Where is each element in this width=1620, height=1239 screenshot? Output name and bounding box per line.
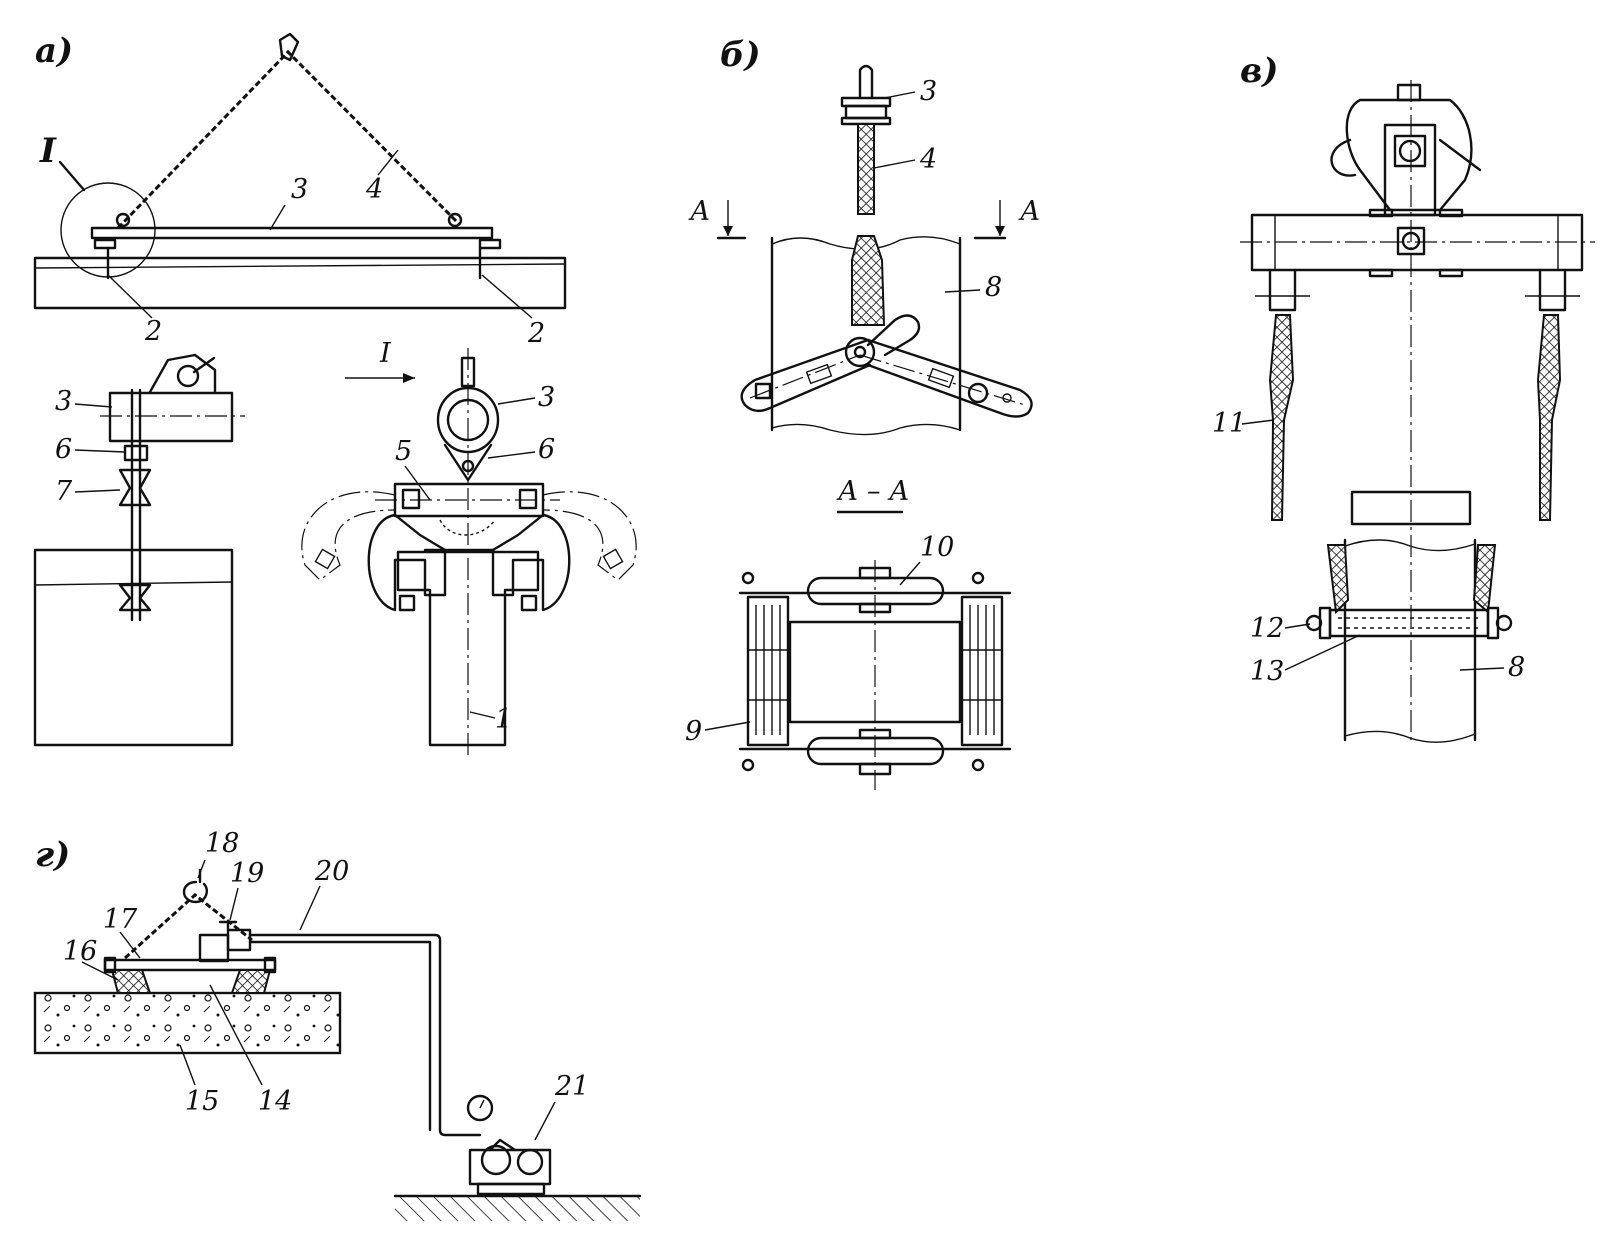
label-3-front: 3 xyxy=(538,382,555,413)
vacuum-pump-21 xyxy=(468,1138,552,1196)
panel-a: а) I 3 4 2 2 xyxy=(33,31,637,760)
detail-circle-I xyxy=(60,182,156,278)
panel-v: в) xyxy=(1212,51,1595,743)
label-2-right: 2 xyxy=(527,318,545,349)
section-AA-view xyxy=(738,560,1012,790)
label-6-detail: 6 xyxy=(55,434,72,465)
label-11: 11 xyxy=(1212,408,1246,439)
label-1: 1 xyxy=(495,704,512,735)
column-8-v xyxy=(1305,490,1513,743)
panel-a-label: а) xyxy=(35,31,73,71)
label-9: 9 xyxy=(685,716,702,747)
label-20: 20 xyxy=(314,856,349,887)
grips-2 xyxy=(93,238,502,280)
label-6-front: 6 xyxy=(538,434,555,465)
label-8-b: 8 xyxy=(985,272,1002,303)
label-15: 15 xyxy=(185,1086,219,1117)
detail-side-view xyxy=(33,353,245,747)
hangers-11 xyxy=(1255,268,1580,521)
panel-b-label: б) xyxy=(720,35,761,75)
label-4: 4 xyxy=(365,174,383,205)
section-title-AA: А – А xyxy=(836,476,910,507)
panel-g: г) 16 17 xyxy=(33,828,642,1221)
label-17: 17 xyxy=(103,904,138,935)
traverse-beam-3 xyxy=(90,226,494,240)
label-13: 13 xyxy=(1250,656,1284,687)
section-mark-A-left: А xyxy=(688,196,710,227)
hook-icon xyxy=(182,880,208,904)
sling-4 xyxy=(115,32,463,230)
label-21: 21 xyxy=(554,1071,589,1102)
plate-17 xyxy=(103,958,277,972)
ground xyxy=(395,1197,640,1221)
label-16: 16 xyxy=(63,936,97,967)
label-12: 12 xyxy=(1250,613,1284,644)
label-4-b: 4 xyxy=(919,144,937,175)
label-2-left: 2 xyxy=(144,316,162,347)
lifted-element xyxy=(33,256,567,310)
crane-hook-block xyxy=(1330,83,1482,217)
section-mark-A-right: А xyxy=(1018,196,1040,227)
detail-label-I: I xyxy=(39,131,57,171)
label-18: 18 xyxy=(205,828,239,859)
label-8-v: 8 xyxy=(1508,652,1525,683)
panel-b: б) 3 4 А А xyxy=(685,35,1040,790)
pressure-gauge-icon xyxy=(466,1094,494,1122)
label-3-b: 3 xyxy=(920,76,937,107)
label-10: 10 xyxy=(920,532,954,563)
panel-g-label: г) xyxy=(35,835,70,875)
clamp-arms xyxy=(740,314,1033,418)
label-5: 5 xyxy=(395,436,412,467)
label-19: 19 xyxy=(230,858,264,889)
label-3-detail: 3 xyxy=(55,386,72,417)
traverse-beam-v xyxy=(1240,80,1595,740)
label-7-detail: 7 xyxy=(55,476,73,507)
label-3: 3 xyxy=(291,174,308,205)
slab-15 xyxy=(33,991,342,1055)
view-label-I: I xyxy=(379,338,392,369)
clamp-front-view xyxy=(301,348,637,760)
label-14: 14 xyxy=(258,1086,292,1117)
panel-v-label: в) xyxy=(1240,51,1278,91)
